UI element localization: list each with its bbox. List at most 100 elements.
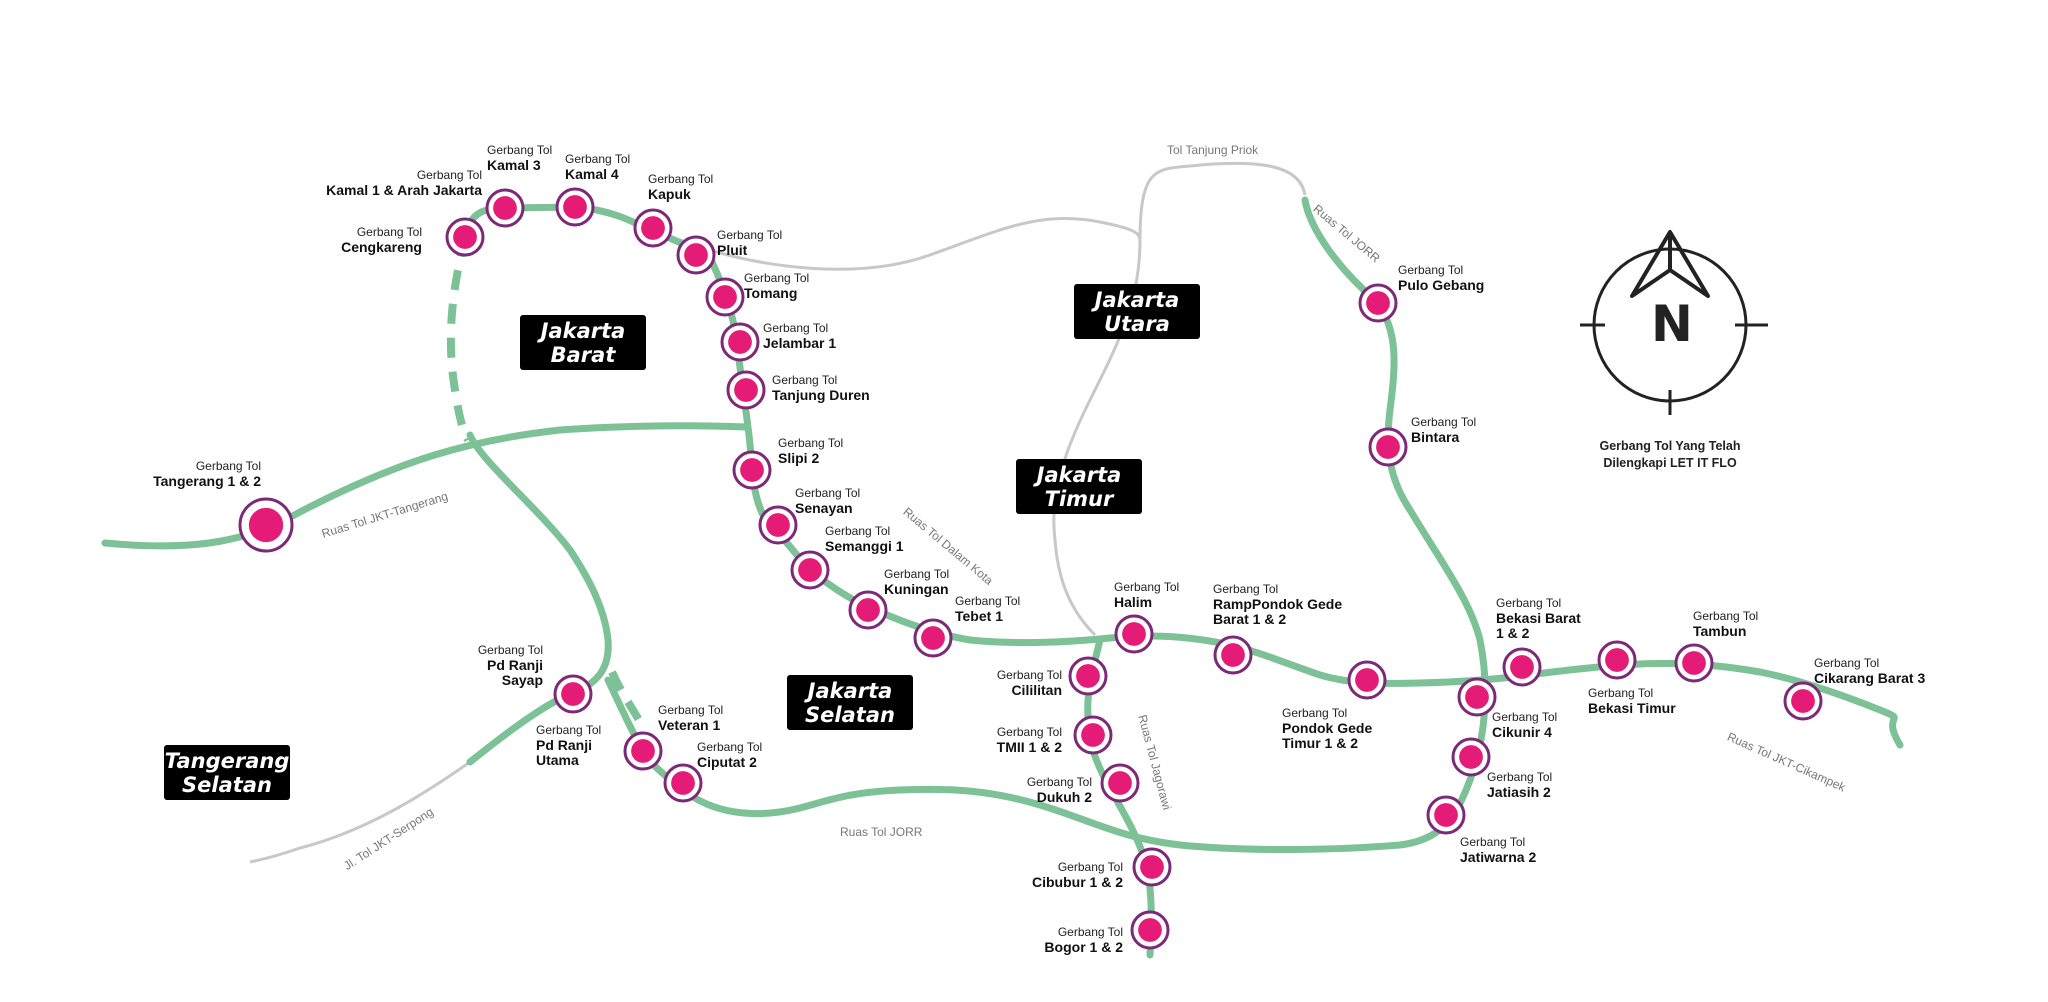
gate-dot [1122, 622, 1146, 646]
gate-name: Kamal 1 & Arah Jakarta [326, 182, 482, 198]
gate-marker-bekasitimur[interactable] [1597, 640, 1637, 680]
road-serpong-toll [466, 431, 612, 766]
gate-name-2: Timur 1 & 2 [1282, 735, 1358, 751]
toll-roads [101, 196, 1904, 959]
gate-dot [684, 243, 708, 267]
gate-marker-cengkareng[interactable] [445, 217, 485, 257]
gate-dot [1682, 651, 1706, 675]
road-tanjung-priok [1138, 161, 1307, 241]
gate-name: Tomang [744, 285, 798, 301]
gate-marker-slipi[interactable] [732, 450, 772, 490]
gate-dot [1140, 855, 1164, 879]
gate-marker-cibubur[interactable] [1132, 847, 1172, 887]
gate-name-1: Pd Ranji [536, 737, 593, 753]
gate-name: Kapuk [648, 186, 691, 202]
gate-name: Veteran 1 [658, 717, 721, 733]
gate-marker-tambun[interactable] [1674, 643, 1714, 683]
gate-name: TMII 1 & 2 [996, 739, 1062, 755]
gate-prefix: Gerbang Tol [195, 459, 261, 473]
gate-name-2: 1 & 2 [1496, 625, 1530, 641]
gate-prefix: Gerbang Tol [1814, 656, 1880, 670]
road-jkt-tangerang [101, 422, 750, 550]
region-line-1: Jakarta [807, 678, 893, 703]
gate-marker-tebet[interactable] [913, 618, 953, 658]
gate-name-2: Sayap [501, 672, 543, 688]
gate-marker-tomang[interactable] [705, 277, 745, 317]
region-jakarta-utara: Jakarta Utara [1074, 284, 1200, 339]
gate-name: Ciputat 2 [697, 754, 757, 770]
gate-marker-semanggi[interactable] [790, 550, 830, 590]
gate-marker-pondokgedetimur[interactable] [1347, 660, 1387, 700]
gate-prefix: Gerbang Tol [1487, 770, 1553, 784]
gate-dot [728, 330, 752, 354]
gate-marker-kuningan[interactable] [848, 590, 888, 630]
gate-prefix: Gerbang Tol [772, 373, 838, 387]
gate-dot [1081, 723, 1105, 747]
gate-name: Bogor 1 & 2 [1044, 939, 1123, 955]
gate-marker-bogor[interactable] [1130, 910, 1170, 950]
gate-prefix: Gerbang Tol [1057, 860, 1123, 874]
gate-name: Bekasi Timur [1588, 700, 1676, 716]
road-dashed-cengkareng [446, 236, 472, 443]
gate-marker-kapuk[interactable] [633, 208, 673, 248]
gate-marker-cililitan[interactable] [1068, 656, 1108, 696]
gate-marker-pdranjiutama[interactable] [623, 731, 663, 771]
gate-marker-pulogebang[interactable] [1358, 283, 1398, 323]
gate-marker-pdranjisayap[interactable] [553, 674, 593, 714]
gate-marker-cikarang[interactable] [1783, 681, 1823, 721]
gate-dot [671, 771, 695, 795]
gate-marker-tmii[interactable] [1073, 715, 1113, 755]
gate-prefix: Gerbang Tol [1588, 686, 1654, 700]
gates [238, 187, 1823, 950]
gate-marker-cikunir[interactable] [1457, 677, 1497, 717]
gate-marker-kamal1[interactable] [485, 188, 525, 228]
gate-marker-jelambar[interactable] [720, 322, 760, 362]
gate-prefix: Gerbang Tol [1398, 263, 1464, 277]
gate-prefix: Gerbang Tol [825, 524, 891, 538]
gate-name: Pulo Gebang [1398, 277, 1485, 293]
road-label-tanjung-priok: Tol Tanjung Priok [1167, 143, 1259, 157]
gate-dot [1108, 771, 1132, 795]
gate-prefix: Gerbang Tol [1026, 775, 1092, 789]
gate-marker-halim[interactable] [1114, 614, 1154, 654]
gate-name-1: Pondok Gede [1282, 720, 1373, 736]
gate-prefix: Gerbang Tol [778, 436, 844, 450]
gate-dot [1605, 648, 1629, 672]
gate-marker-rampgede[interactable] [1213, 635, 1253, 675]
gate-marker-dukuh[interactable] [1100, 763, 1140, 803]
gate-dot [1355, 668, 1379, 692]
gate-name: Halim [1114, 594, 1153, 610]
gate-marker-tanjungduren[interactable] [726, 370, 766, 410]
gate-marker-senayan[interactable] [758, 505, 798, 545]
gate-marker-jatiwarna[interactable] [1426, 795, 1466, 835]
gate-dot [453, 225, 477, 249]
gate-marker-bintara[interactable] [1368, 427, 1408, 467]
gate-marker-bekasibarat[interactable] [1502, 647, 1542, 687]
gate-dot [713, 285, 737, 309]
compass [1580, 230, 1768, 415]
gate-dot [766, 513, 790, 537]
gate-marker-jatiasih[interactable] [1451, 737, 1491, 777]
gate-marker-ciputat[interactable] [663, 763, 703, 803]
gate-marker-tangerang[interactable] [238, 497, 294, 553]
gate-marker-kamal3[interactable] [555, 187, 595, 227]
gate-name: Cikunir 4 [1492, 724, 1552, 740]
gate-name: Dukuh 2 [1036, 789, 1092, 805]
gate-dot [1465, 685, 1489, 709]
gate-marker-pluit[interactable] [676, 235, 716, 275]
gate-prefix: Gerbang Tol [996, 725, 1062, 739]
gate-prefix: Gerbang Tol [1492, 710, 1558, 724]
